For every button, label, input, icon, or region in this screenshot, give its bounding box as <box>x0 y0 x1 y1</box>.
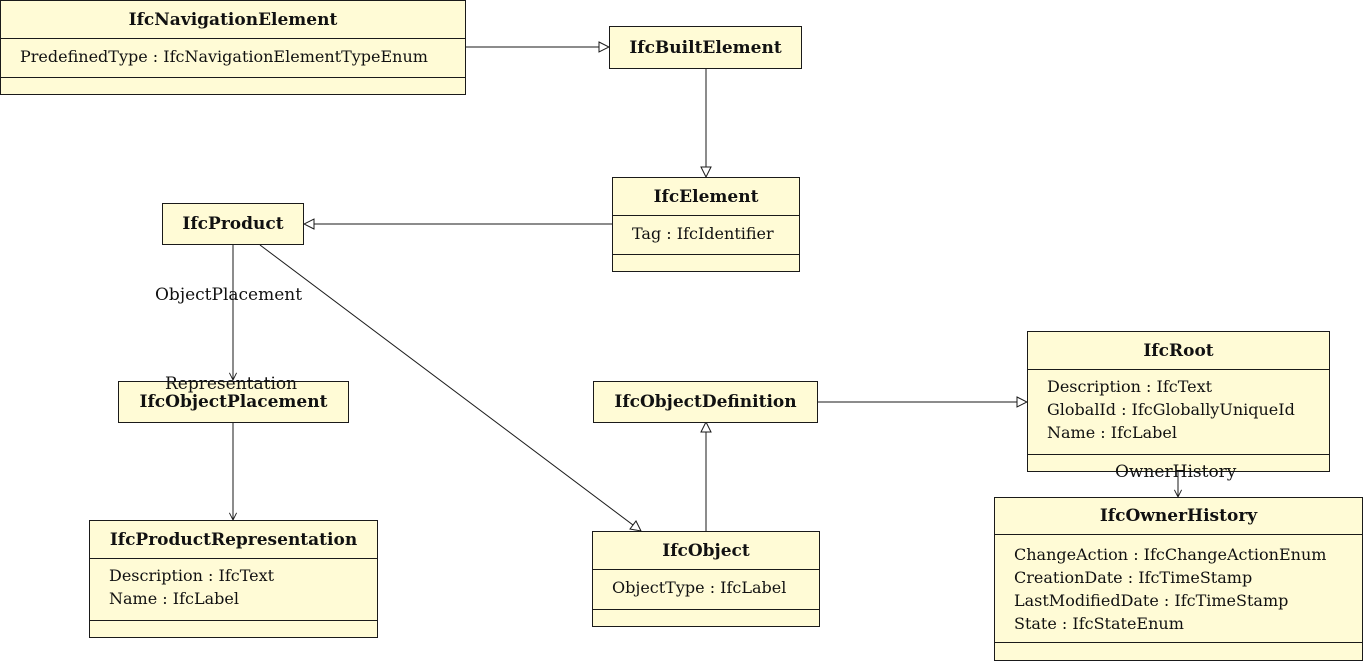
class-name: IfcRoot <box>1143 340 1214 361</box>
class-name: IfcProductRepresentation <box>109 529 358 550</box>
class-attributes: Tag : IfcIdentifier <box>613 215 799 254</box>
association-label-owner-history: OwnerHistory <box>1115 462 1237 482</box>
class-ifc-product[interactable]: IfcProduct <box>162 203 304 245</box>
attribute: LastModifiedDate : IfcTimeStamp <box>1014 591 1289 610</box>
class-ifc-navigation-element[interactable]: IfcNavigationElement PredefinedType : If… <box>0 0 466 95</box>
class-name: IfcNavigationElement <box>128 9 338 30</box>
association-label-object-placement: ObjectPlacement <box>155 285 303 305</box>
class-name: IfcObjectPlacement <box>139 392 328 412</box>
class-name: IfcProduct <box>182 214 284 234</box>
class-operations <box>995 642 1362 660</box>
class-name: IfcObjectDefinition <box>614 392 797 412</box>
attribute: GlobalId : IfcGloballyUniqueId <box>1047 400 1295 419</box>
attribute: ObjectType : IfcLabel <box>612 578 787 597</box>
attribute: Description : IfcText <box>1047 377 1213 396</box>
class-ifc-object[interactable]: IfcObject ObjectType : IfcLabel <box>592 531 820 627</box>
class-attributes: PredefinedType : IfcNavigationElementTyp… <box>1 38 465 77</box>
attribute: PredefinedType : IfcNavigationElementTyp… <box>20 47 428 66</box>
association-label-representation: Representation <box>165 374 298 394</box>
class-attributes: Description : IfcText GlobalId : IfcGlob… <box>1028 369 1329 454</box>
class-operations <box>593 609 819 626</box>
class-ifc-product-representation[interactable]: IfcProductRepresentation Description : I… <box>89 520 378 638</box>
class-name: IfcObject <box>662 540 750 561</box>
class-ifc-object-placement[interactable]: IfcObjectPlacement <box>118 381 349 423</box>
attribute: State : IfcStateEnum <box>1014 614 1184 633</box>
class-ifc-built-element[interactable]: IfcBuiltElement <box>609 26 802 69</box>
class-attributes: Description : IfcText Name : IfcLabel <box>90 558 377 620</box>
class-attributes: ObjectType : IfcLabel <box>593 569 819 609</box>
attribute: Description : IfcText <box>109 566 275 585</box>
class-name: IfcElement <box>653 186 759 207</box>
class-name: IfcBuiltElement <box>629 37 782 58</box>
class-ifc-owner-history[interactable]: IfcOwnerHistory ChangeAction : IfcChange… <box>994 497 1363 661</box>
class-attributes: ChangeAction : IfcChangeActionEnum Creat… <box>995 534 1362 642</box>
edge-product-to-object <box>259 244 641 531</box>
attribute: Tag : IfcIdentifier <box>632 224 774 243</box>
attribute: Name : IfcLabel <box>109 589 239 608</box>
class-ifc-root[interactable]: IfcRoot Description : IfcText GlobalId :… <box>1027 331 1330 472</box>
class-operations <box>613 254 799 271</box>
attribute: CreationDate : IfcTimeStamp <box>1014 568 1253 587</box>
class-operations <box>1028 454 1329 471</box>
attribute: ChangeAction : IfcChangeActionEnum <box>1014 545 1327 564</box>
class-ifc-element[interactable]: IfcElement Tag : IfcIdentifier <box>612 177 800 272</box>
class-name: IfcOwnerHistory <box>1099 506 1258 526</box>
attribute: Name : IfcLabel <box>1047 423 1177 442</box>
class-ifc-object-definition[interactable]: IfcObjectDefinition <box>593 381 818 423</box>
class-operations <box>90 620 377 637</box>
class-operations <box>1 77 465 94</box>
